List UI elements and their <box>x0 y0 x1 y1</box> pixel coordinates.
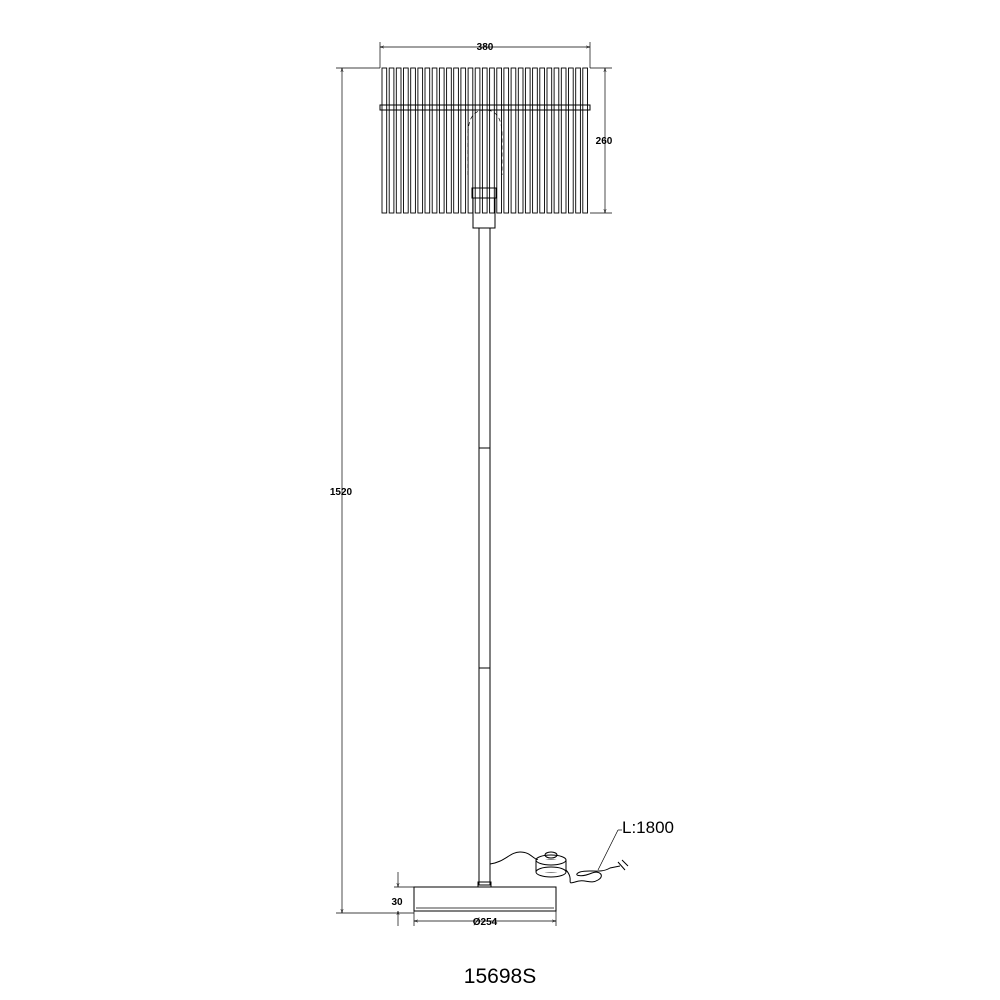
shade-slat <box>403 67 409 214</box>
coiled-cord <box>565 865 621 884</box>
shade-ring <box>379 104 591 111</box>
shade-slat <box>546 67 553 214</box>
shade-slat <box>417 67 424 214</box>
shade-slat <box>388 67 395 214</box>
shade-slat <box>438 67 445 214</box>
shade-slat <box>568 67 574 214</box>
pole-foot <box>477 881 492 888</box>
shade-slat <box>517 67 524 214</box>
lamp-shade <box>381 67 588 214</box>
shade-slat <box>503 67 510 214</box>
shade-slat <box>474 67 481 214</box>
power-cord <box>489 851 539 865</box>
base-diameter-label: Ø254 <box>473 917 498 928</box>
shade-slat <box>395 67 402 214</box>
shade-width-label: 380 <box>477 42 494 53</box>
shade-slat <box>532 67 538 214</box>
shade-slat <box>453 67 459 214</box>
plug-icon <box>617 859 629 871</box>
lamp-pole <box>478 227 491 886</box>
shade-slat <box>424 67 431 214</box>
shade-slat <box>560 67 567 214</box>
shade-slat <box>446 67 452 214</box>
shade-slat <box>496 67 502 214</box>
shade-slat <box>510 67 517 214</box>
base-height-label: 30 <box>391 897 403 908</box>
shade-height-label: 260 <box>596 136 613 147</box>
cable-length-label: L:1800 <box>622 818 674 837</box>
total-height-label: 1520 <box>330 487 353 498</box>
shade-slat <box>381 67 388 214</box>
product-code: 15698S <box>464 965 536 988</box>
shade-slat <box>524 67 531 214</box>
shade-slat <box>431 67 438 214</box>
bulb-outline <box>467 109 503 175</box>
cable-leader-line <box>597 829 619 871</box>
shade-slat <box>410 67 416 214</box>
shade-slat <box>481 67 488 214</box>
lamp-base <box>413 886 557 912</box>
shade-slat <box>539 67 545 214</box>
shade-slat <box>489 67 495 214</box>
shade-slat <box>553 67 560 214</box>
shade-slat <box>460 67 467 214</box>
shade-slat <box>575 67 581 214</box>
shade-slat <box>467 67 474 214</box>
shade-slat <box>582 67 588 214</box>
